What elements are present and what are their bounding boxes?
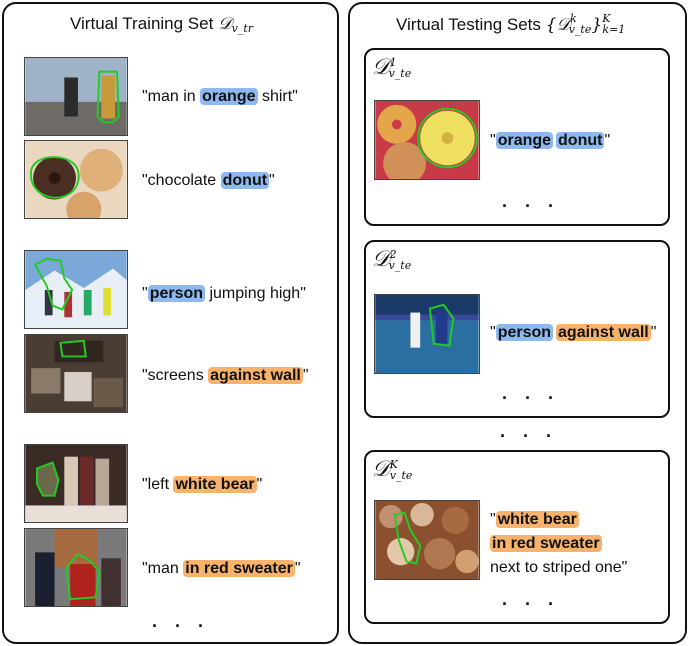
between-cards-ellipsis: · · · [500,426,558,446]
chip-white-bear: white bear [495,511,579,528]
image-person-wall [374,294,480,374]
caption-5: "left white bear" [142,476,263,493]
chip-orange: orange [495,132,554,149]
card-2-ellipsis: · · · [502,388,560,408]
testing-sets-title: Virtual Testing Sets {𝒟kv_te}Kk=1 [396,12,626,36]
image-screens-wall [24,334,128,413]
highlight-in-red-sweater: in red sweater [183,560,295,577]
card-k-ellipsis: · · · [502,594,560,614]
highlight-against-wall: against wall [208,367,303,384]
chip-against-wall: against wall [556,324,651,341]
testing-set-card-k: 𝒟Kv_te "white bear in red sweater next t… [364,450,670,624]
training-ellipsis: · · · [152,616,210,636]
card-2-label: 𝒟2v_te [372,247,412,272]
image-red-sweater [24,528,128,607]
chip-donut: donut [556,132,605,149]
highlight-donut: donut [220,172,270,189]
caption-3: "person jumping high" [142,285,306,302]
training-set-title: Virtual Training Set 𝒟v_tr [70,14,254,35]
caption-1: "man in orange shirt" [142,88,298,105]
highlight-white-bear: white bear [173,476,257,493]
caption-2: "chocolate donut" [142,172,275,189]
image-white-bear [24,444,128,523]
card-1-label: 𝒟1v_te [372,55,412,80]
highlight-orange: orange [200,88,258,105]
card-1-ellipsis: · · · [502,196,560,216]
image-person-jumping [24,250,128,329]
chip-in-red-sweater: in red sweater [490,535,602,552]
image-orange-donut [374,100,480,180]
chip-person: person [495,324,554,341]
card-k-caption: "white bear in red sweater next to strip… [490,508,627,580]
image-chocolate-donut [24,140,128,219]
image-teddy-bears [374,500,480,580]
image-man-orange-shirt [24,57,128,136]
caption-6: "man in red sweater" [142,560,301,577]
card-k-caption-tail: next to striped one" [490,559,628,576]
caption-4: "screens against wall" [142,367,309,384]
card-k-label: 𝒟Kv_te [372,457,413,482]
highlight-person: person [147,285,206,302]
